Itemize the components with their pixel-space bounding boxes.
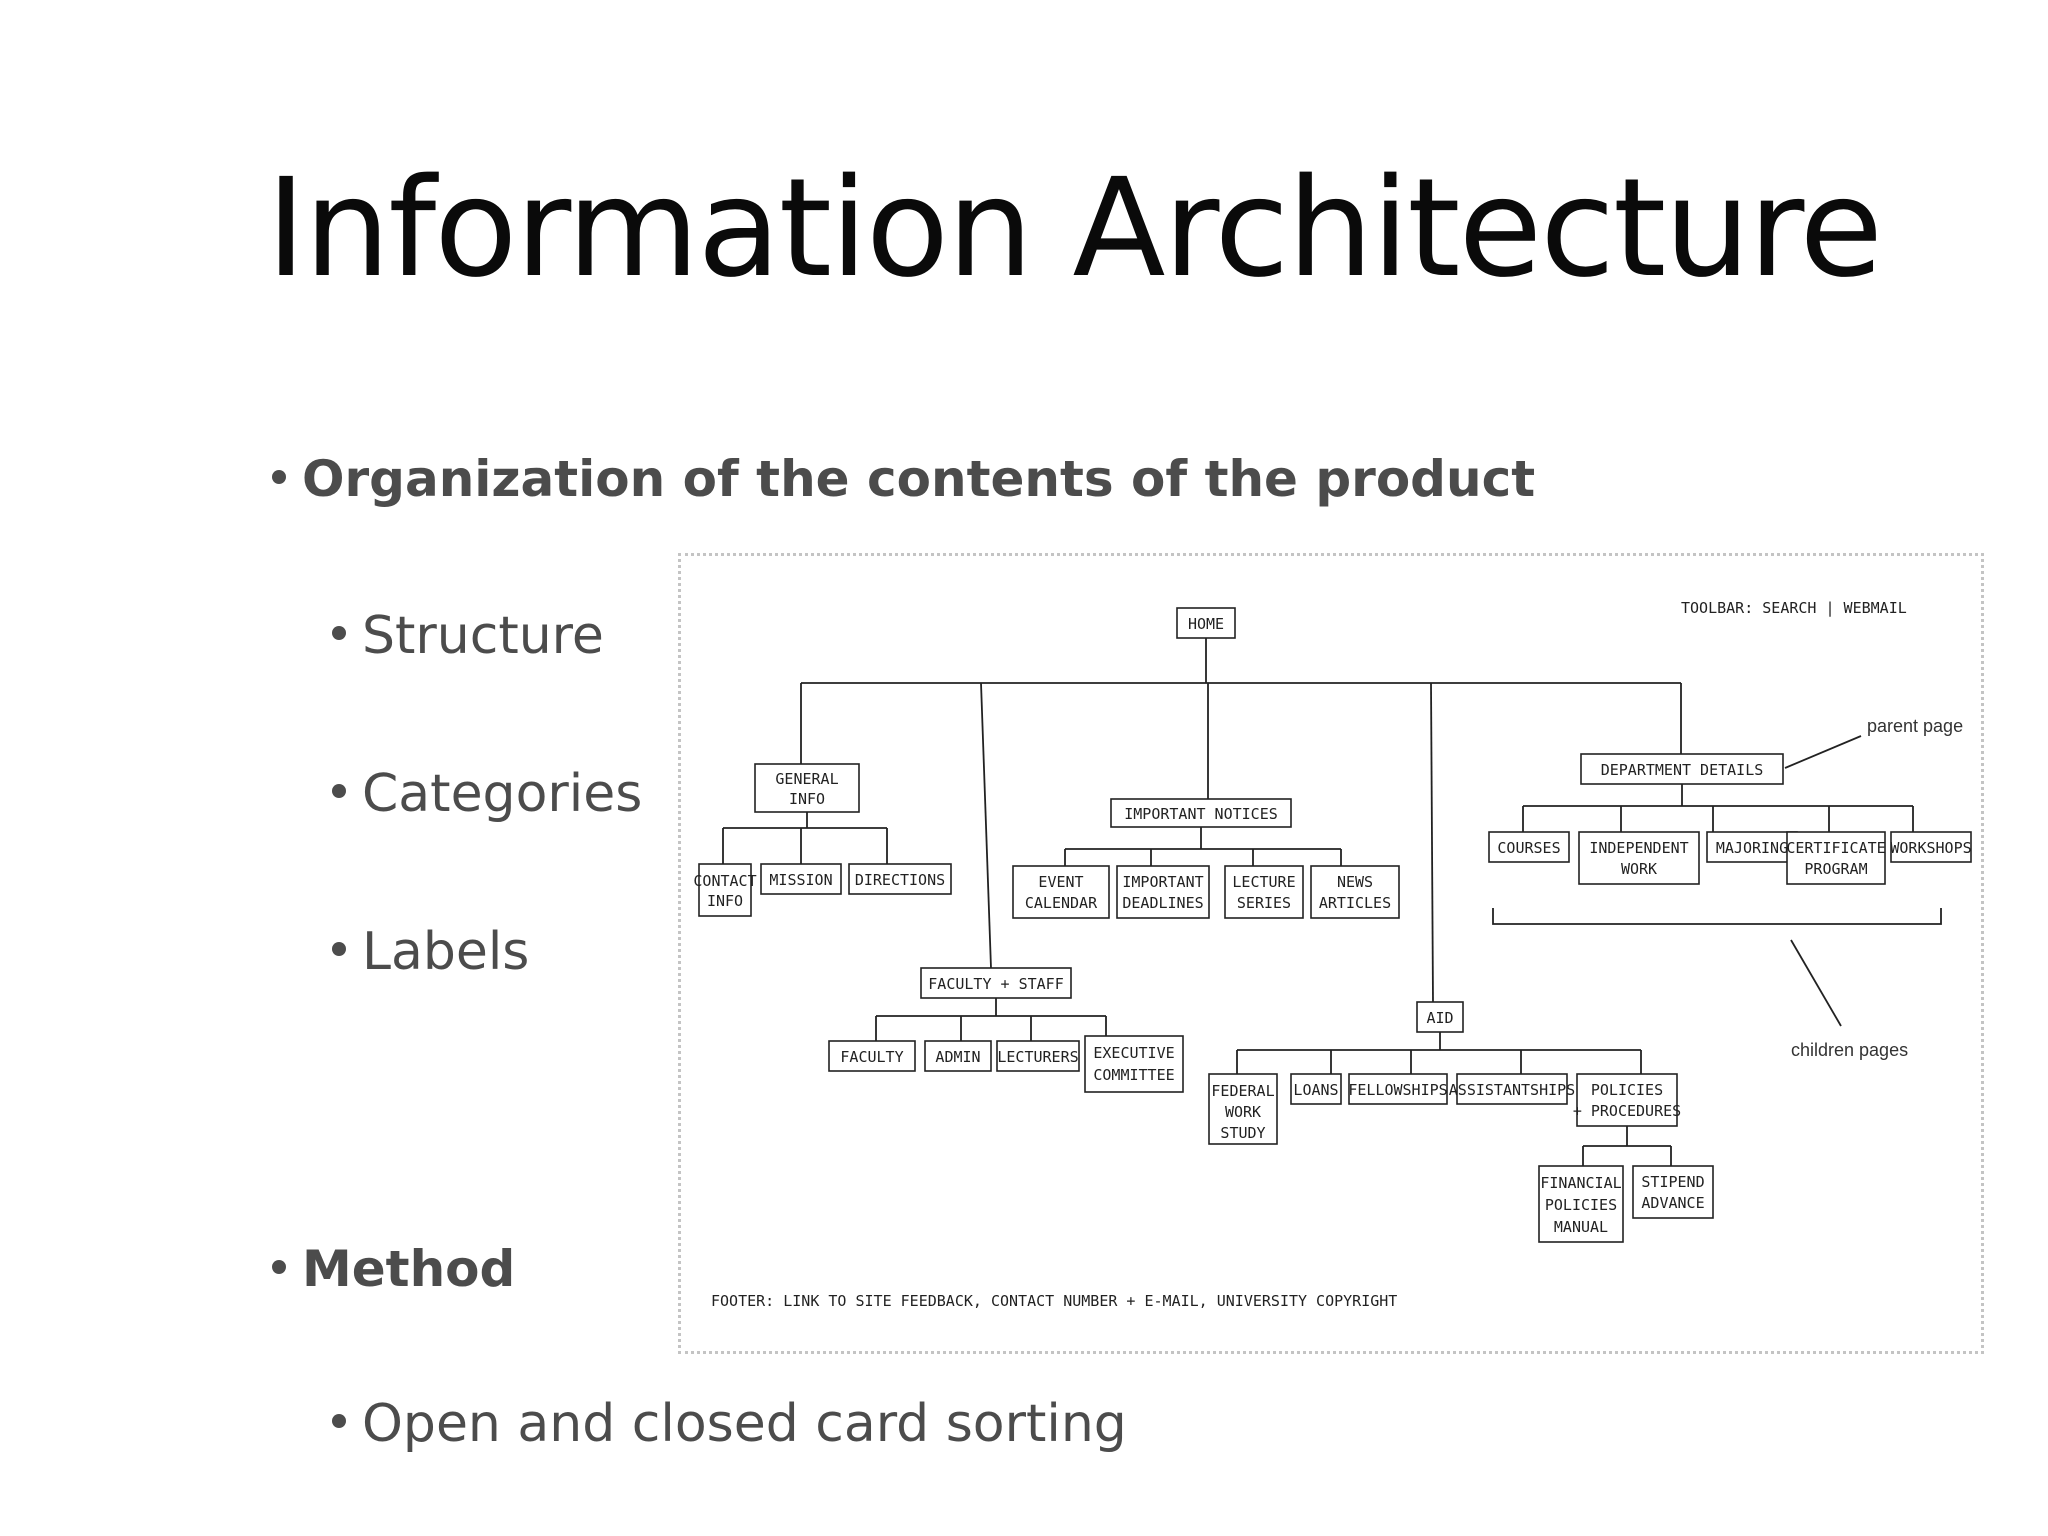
general-info-line1: GENERAL bbox=[775, 770, 838, 788]
faculty-staff-node: FACULTY + STAFF bbox=[928, 975, 1063, 993]
important-notices-node: IMPORTANT NOTICES bbox=[1124, 805, 1278, 823]
sitemap-sketch: TOOLBAR: SEARCH | WEBMAIL HOME GENERAL I… bbox=[678, 553, 1984, 1354]
toolbar-note: TOOLBAR: SEARCH | WEBMAIL bbox=[1681, 599, 1907, 617]
lecture-series-line2: SERIES bbox=[1237, 894, 1291, 912]
federal-work-study-line1: FEDERAL bbox=[1211, 1082, 1274, 1100]
stipend-advance-line2: ADVANCE bbox=[1641, 1194, 1704, 1212]
executive-committee-line1: EXECUTIVE bbox=[1093, 1044, 1174, 1062]
independent-work-line2: WORK bbox=[1621, 860, 1657, 878]
bullet-text: Method bbox=[302, 1240, 516, 1298]
important-deadlines-line2: DEADLINES bbox=[1122, 894, 1203, 912]
independent-work-line1: INDEPENDENT bbox=[1589, 839, 1688, 857]
financial-policies-manual-line2: POLICIES bbox=[1545, 1196, 1617, 1214]
department-details-node: DEPARTMENT DETAILS bbox=[1601, 761, 1764, 779]
financial-policies-manual-line1: FINANCIAL bbox=[1540, 1174, 1621, 1192]
financial-policies-manual-line3: MANUAL bbox=[1554, 1218, 1608, 1236]
bullet-text: Labels bbox=[362, 922, 530, 982]
stipend-advance-line1: STIPEND bbox=[1641, 1173, 1704, 1191]
bullet-dot bbox=[332, 942, 346, 956]
policies-procedures-line1: POLICIES bbox=[1591, 1081, 1663, 1099]
contact-info-line2: INFO bbox=[707, 892, 743, 910]
bullet-text: Categories bbox=[362, 764, 643, 824]
mission-node: MISSION bbox=[769, 871, 832, 889]
loans-node: LOANS bbox=[1293, 1081, 1338, 1099]
event-calendar-line1: EVENT bbox=[1038, 873, 1083, 891]
federal-work-study-line3: STUDY bbox=[1220, 1124, 1265, 1142]
aid-node: AID bbox=[1426, 1009, 1453, 1027]
executive-committee-line2: COMMITTEE bbox=[1093, 1066, 1174, 1084]
children-pages-note: children pages bbox=[1791, 1040, 1908, 1060]
news-articles-line2: ARTICLES bbox=[1319, 894, 1391, 912]
bullet-text: Open and closed card sorting bbox=[362, 1394, 1127, 1454]
bullet-dot bbox=[332, 784, 346, 798]
general-info-line2: INFO bbox=[789, 790, 825, 808]
event-calendar-line2: CALENDAR bbox=[1025, 894, 1098, 912]
assistantships-node: ASSISTANTSHIPS bbox=[1449, 1081, 1575, 1099]
news-articles-line1: NEWS bbox=[1337, 873, 1373, 891]
contact-info-line1: CONTACT bbox=[693, 872, 756, 890]
bullet-categories: Categories bbox=[332, 764, 642, 824]
workshops-node: WORKSHOPS bbox=[1890, 839, 1971, 857]
directions-node: DIRECTIONS bbox=[855, 871, 945, 889]
bullet-organization: Organization of the contents of the prod… bbox=[272, 450, 1535, 508]
bullet-dot bbox=[332, 626, 346, 640]
policies-procedures-line2: + PROCEDURES bbox=[1573, 1102, 1681, 1120]
parent-page-note: parent page bbox=[1867, 716, 1963, 736]
lecture-series-line1: LECTURE bbox=[1232, 873, 1295, 891]
lecturers-node: LECTURERS bbox=[997, 1048, 1078, 1066]
bullet-structure: Structure bbox=[332, 606, 604, 666]
important-deadlines-line1: IMPORTANT bbox=[1122, 873, 1203, 891]
certificate-program-line2: PROGRAM bbox=[1804, 860, 1867, 878]
bullet-card-sorting: Open and closed card sorting bbox=[332, 1394, 1127, 1454]
bullet-text: Organization of the contents of the prod… bbox=[302, 450, 1536, 508]
bullet-text: Structure bbox=[362, 606, 604, 666]
federal-work-study-line2: WORK bbox=[1225, 1103, 1261, 1121]
admin-node: ADMIN bbox=[935, 1048, 980, 1066]
certificate-program-line1: CERTIFICATE bbox=[1786, 839, 1885, 857]
bullet-labels: Labels bbox=[332, 922, 529, 982]
slide-title: Information Architecture bbox=[266, 150, 1883, 308]
bullet-dot bbox=[272, 1259, 286, 1274]
sitemap-svg: TOOLBAR: SEARCH | WEBMAIL HOME GENERAL I… bbox=[693, 599, 1972, 1310]
majoring-node: MAJORING bbox=[1716, 839, 1788, 857]
courses-node: COURSES bbox=[1497, 839, 1560, 857]
home-node: HOME bbox=[1188, 615, 1224, 633]
footer-note: FOOTER: LINK TO SITE FEEDBACK, CONTACT N… bbox=[711, 1292, 1397, 1310]
fellowships-node: FELLOWSHIPS bbox=[1348, 1081, 1447, 1099]
bullet-method: Method bbox=[272, 1240, 515, 1298]
bullet-dot bbox=[332, 1414, 346, 1428]
bullet-dot bbox=[272, 469, 286, 484]
faculty-node: FACULTY bbox=[840, 1048, 903, 1066]
